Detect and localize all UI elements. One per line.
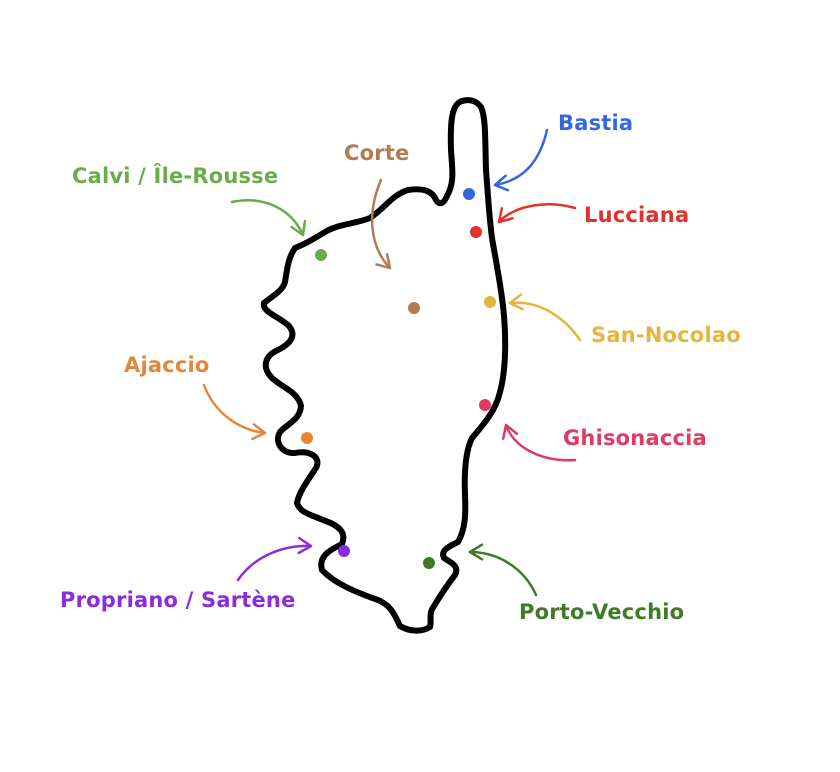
- propriano-marker[interactable]: [338, 545, 350, 557]
- lucciana-marker[interactable]: [470, 226, 482, 238]
- bastia-marker[interactable]: [463, 188, 475, 200]
- ajaccio-arrowhead-icon: [251, 423, 267, 441]
- calvi-marker[interactable]: [315, 249, 327, 261]
- san-nocolao-marker[interactable]: [484, 296, 496, 308]
- ajaccio-marker[interactable]: [301, 432, 313, 444]
- porto-vecchio-arrow: [468, 550, 538, 597]
- lucciana-label: Lucciana: [584, 203, 690, 227]
- calvi-arrowhead-icon: [290, 219, 307, 237]
- island-outline: [260, 97, 509, 634]
- bastia-arrowhead-icon: [493, 174, 510, 192]
- corte-arrowhead-icon: [375, 253, 392, 270]
- lucciana-arrow: [497, 203, 577, 224]
- corte-label: Corte: [344, 141, 410, 165]
- porto-vecchio-arrowhead-icon: [468, 543, 484, 561]
- lucciana-arrowhead-icon: [497, 207, 514, 224]
- porto-vecchio-label: Porto-Vecchio: [519, 600, 685, 624]
- san-nocolao-arrow: [508, 301, 582, 342]
- corte-arrow: [370, 178, 392, 270]
- ghisonaccia-marker[interactable]: [479, 399, 491, 411]
- bastia-arrow: [493, 128, 549, 187]
- ajaccio-arrow: [202, 383, 267, 435]
- san-nocolao-label: San-Nocolao: [591, 323, 741, 347]
- propriano-label: Propriano / Sartène: [60, 588, 296, 612]
- bastia-label: Bastia: [558, 111, 634, 135]
- ghisonaccia-arrowhead-icon: [501, 423, 519, 440]
- san-nocolao-arrowhead-icon: [508, 293, 524, 311]
- ghisonaccia-label: Ghisonaccia: [563, 426, 707, 450]
- propriano-arrowhead-icon: [297, 536, 313, 555]
- calvi-arrow: [230, 199, 305, 237]
- ghisonaccia-arrow: [504, 423, 577, 462]
- calvi-label: Calvi / Île-Rousse: [72, 164, 279, 188]
- ajaccio-label: Ajaccio: [124, 353, 210, 377]
- propriano-arrow: [236, 544, 313, 582]
- porto-vecchio-marker[interactable]: [423, 557, 435, 569]
- corte-marker[interactable]: [408, 302, 420, 314]
